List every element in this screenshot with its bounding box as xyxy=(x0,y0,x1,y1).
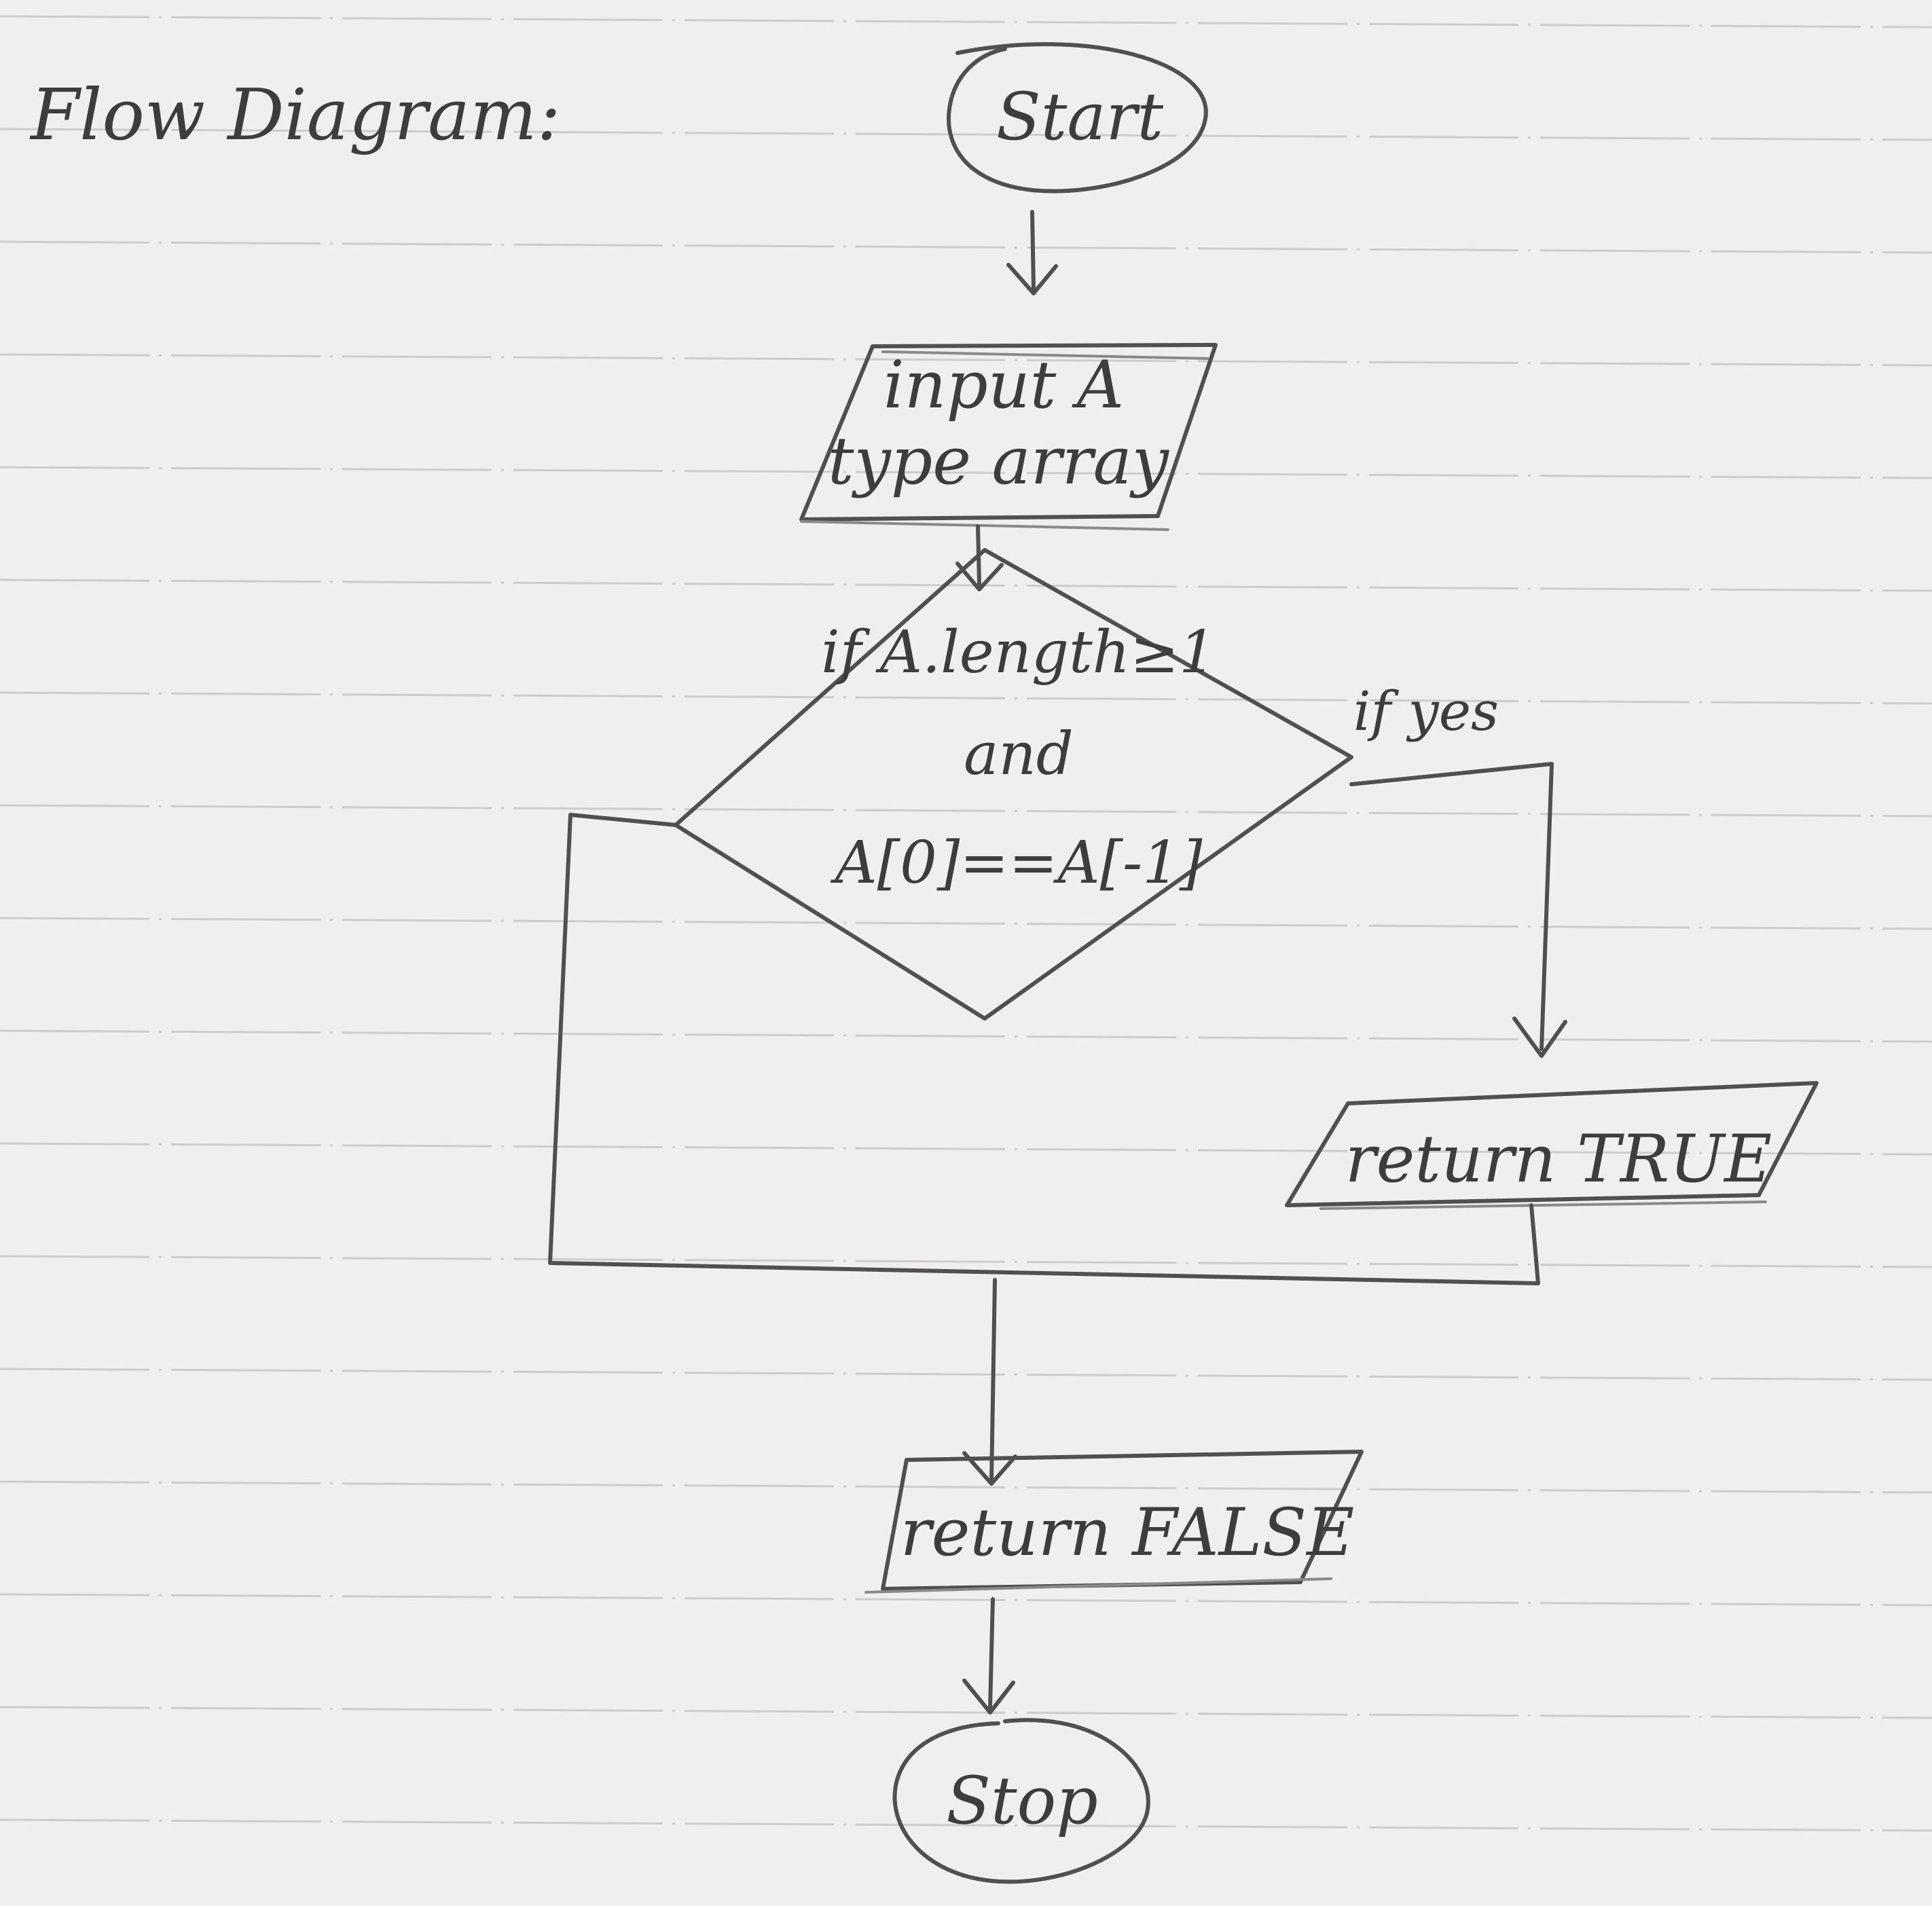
input-label-line2: type array xyxy=(828,423,1170,499)
return-false-node: return FALSE xyxy=(864,1450,1364,1594)
arrow-start-to-input xyxy=(1006,210,1058,295)
decision-label-line2: and xyxy=(964,720,1074,788)
start-label: Start xyxy=(996,79,1163,155)
ruled-lines xyxy=(0,15,1932,1832)
decision-label-line3: A[0]==A[-1] xyxy=(830,829,1202,897)
start-node: Start xyxy=(947,42,1208,194)
return-true-node: return TRUE xyxy=(1285,1081,1819,1210)
yes-label: if yes xyxy=(1353,680,1499,743)
return-false-label: return FALSE xyxy=(900,1495,1355,1571)
input-label-line1: input A xyxy=(883,347,1124,423)
edge-yes-branch: if yes xyxy=(1349,680,1567,1058)
decision-node: if A.length≥1 and A[0]==A[-1] xyxy=(674,548,1353,1021)
arrow-false-to-stop xyxy=(962,1597,1015,1715)
input-node: input A type array xyxy=(799,343,1218,531)
stop-node: Stop xyxy=(892,1718,1150,1884)
return-true-label: return TRUE xyxy=(1345,1121,1772,1197)
edge-no-branch xyxy=(548,813,1540,1486)
decision-label-line1: if A.length≥1 xyxy=(821,619,1216,686)
page-title: Flow Diagram: xyxy=(29,73,561,156)
stop-label: Stop xyxy=(946,1763,1098,1839)
